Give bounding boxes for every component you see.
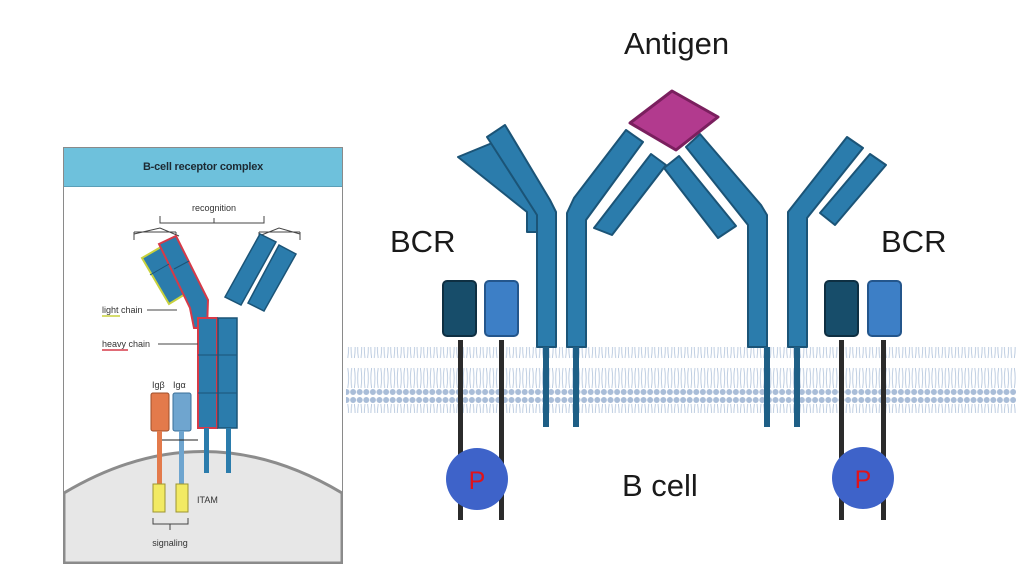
inset-header: B-cell receptor complex <box>64 148 342 187</box>
antigen-label: Antigen <box>624 26 730 61</box>
inset-ig-alpha <box>172 392 192 432</box>
inset-signaling-label: signaling <box>152 538 188 548</box>
inset-antibody <box>140 233 298 473</box>
antigen-shape <box>628 89 720 152</box>
inset-heavy-chain-label: heavy chain <box>102 339 150 349</box>
bcr-complex-inset: B-cell receptor complex recognition <box>63 147 343 564</box>
ig-dimer-left: P <box>442 280 519 520</box>
inset-itam-1 <box>152 483 166 513</box>
inset-ig-beta <box>150 392 170 432</box>
bcr-label-left: BCR <box>390 224 456 259</box>
inset-cell-surface <box>64 450 342 563</box>
inset-ig-beta-label: Igβ <box>152 380 165 390</box>
phospho-label-left: P <box>469 467 486 495</box>
phospho-label-right: P <box>855 466 872 494</box>
inset-itam-2 <box>175 483 189 513</box>
cell-membrane <box>346 347 1016 413</box>
b-cell-label: B cell <box>622 468 698 503</box>
inset-recognition-label: recognition <box>192 203 236 213</box>
bcr-antibody-left <box>457 124 667 427</box>
inset-itam-label: ITAM <box>197 495 218 505</box>
inset-light-chain-label: light chain <box>102 305 143 315</box>
bcr-label-right: BCR <box>881 224 947 259</box>
inset-title: B-cell receptor complex <box>142 161 264 173</box>
ig-dimer-right: P <box>824 280 902 520</box>
bcr-antibody-right <box>663 133 887 427</box>
inset-ig-alpha-label: Igα <box>173 380 186 390</box>
